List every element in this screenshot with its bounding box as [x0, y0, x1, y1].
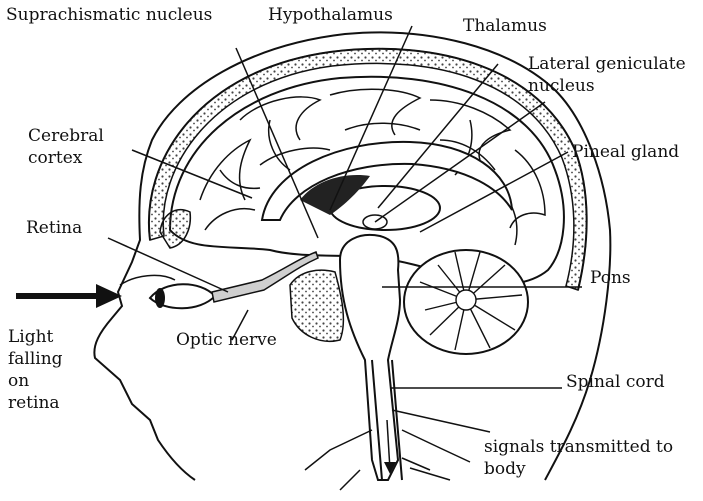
label-suprachiasmatic-nucleus: Suprachismatic nucleus — [6, 5, 212, 26]
label-lateral-geniculate-line1: Lateral geniculate — [528, 54, 686, 75]
cerebellum — [404, 250, 528, 354]
label-thalamus: Thalamus — [463, 16, 547, 37]
label-light-line4: retina — [8, 393, 60, 414]
label-pineal-gland: Pineal gland — [572, 142, 679, 163]
label-hypothalamus: Hypothalamus — [268, 5, 393, 26]
label-signals-line1: signals transmitted to — [484, 437, 673, 458]
label-light-line1: Light — [8, 327, 53, 348]
skull-base — [290, 270, 343, 341]
label-spinal-cord: Spinal cord — [566, 372, 665, 393]
frontal-sinus — [160, 210, 190, 248]
label-signals-line2: body — [484, 459, 526, 480]
light-arrow — [16, 284, 122, 308]
brainstem — [340, 235, 400, 480]
label-pons: Pons — [590, 268, 631, 289]
label-light-line3: on — [8, 371, 29, 392]
label-lateral-geniculate-line2: nucleus — [528, 76, 595, 97]
label-optic-nerve: Optic nerve — [176, 330, 277, 351]
label-cerebral-cortex-line1: Cerebral — [28, 126, 104, 147]
label-cerebral-cortex-line2: cortex — [28, 148, 82, 169]
label-light-line2: falling — [8, 349, 63, 370]
label-retina: Retina — [26, 218, 82, 239]
